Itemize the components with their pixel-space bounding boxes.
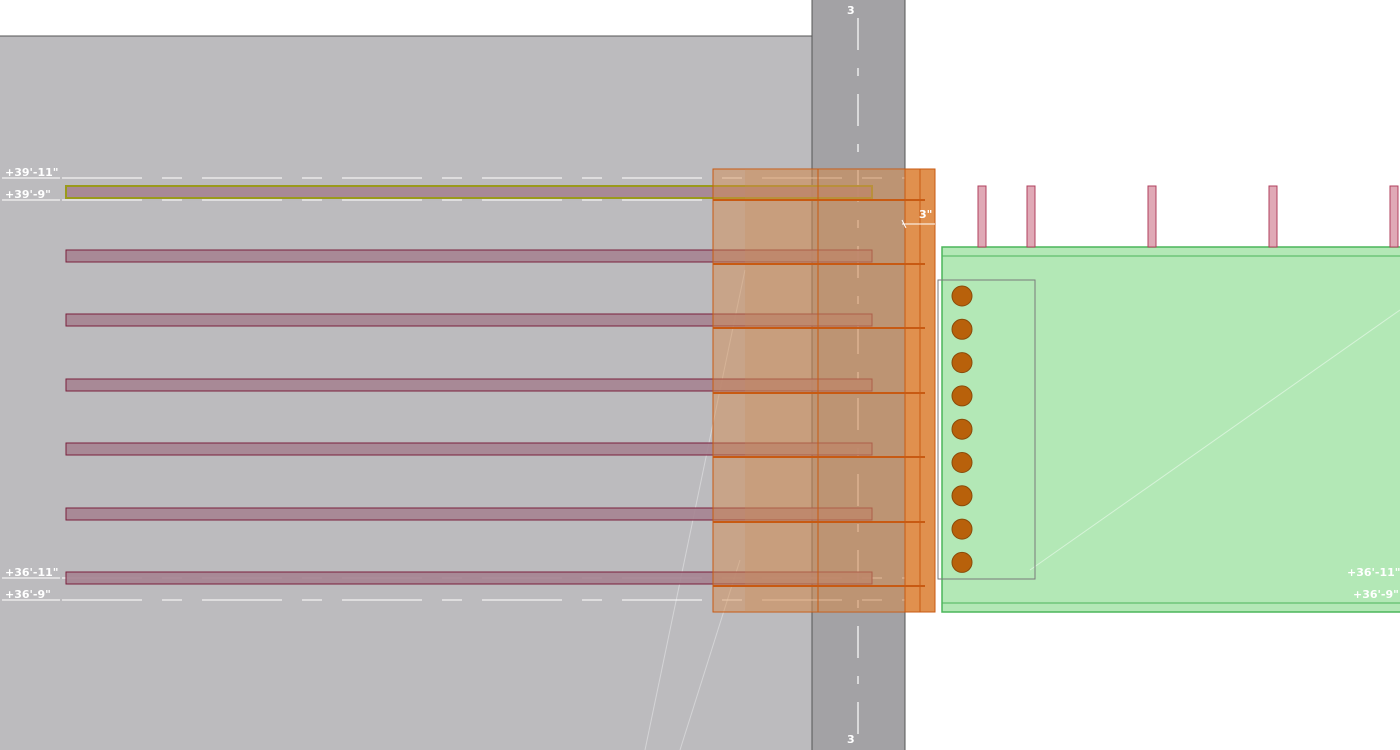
joists <box>65 185 873 585</box>
joist <box>65 571 873 585</box>
level-label-upper-bottom: +39'-9" <box>5 188 51 201</box>
shear-studs <box>977 185 1399 248</box>
bolt <box>951 518 973 540</box>
bolt <box>951 352 973 374</box>
bolt <box>951 285 973 307</box>
shear-tab[interactable] <box>937 279 1036 580</box>
level-label-right-lower-bottom: +36'-9" <box>1353 588 1399 601</box>
beam-guide-line <box>1029 309 1400 571</box>
joist <box>65 507 873 521</box>
bolt <box>951 418 973 440</box>
grid-tag-top: 3 <box>847 4 855 17</box>
shear-stud <box>1389 185 1399 248</box>
bolt <box>951 452 973 473</box>
bolt <box>951 385 973 407</box>
shear-stud <box>1147 185 1157 248</box>
guide-line <box>679 559 741 750</box>
dimension-tick <box>901 219 907 229</box>
steel-beam[interactable] <box>941 246 1400 613</box>
grid-tag-bottom: 3 <box>847 733 855 746</box>
connection-plate-inner <box>745 169 920 612</box>
joist <box>65 249 873 263</box>
level-label-lower-bottom: +36'-9" <box>5 588 51 601</box>
joist-selected <box>65 185 873 199</box>
shear-stud <box>1268 185 1278 248</box>
bolts <box>951 285 973 573</box>
bolt <box>951 485 973 507</box>
plate-ribs <box>713 199 925 587</box>
level-label-upper-top: +39'-11" <box>5 166 59 179</box>
connection-plate-outer[interactable] <box>712 168 921 613</box>
joist <box>65 313 873 327</box>
bolt <box>951 551 973 573</box>
level-label-right-lower-top: +36'-11" <box>1347 566 1400 579</box>
floor-slab <box>0 36 812 750</box>
joist <box>65 378 873 392</box>
joist <box>65 442 873 456</box>
level-label-lower-top: +36'-11" <box>5 566 59 579</box>
shear-stud <box>1026 185 1036 248</box>
bolt <box>951 318 973 340</box>
shear-stud <box>977 185 987 248</box>
dimension-label: 3" <box>919 208 933 221</box>
